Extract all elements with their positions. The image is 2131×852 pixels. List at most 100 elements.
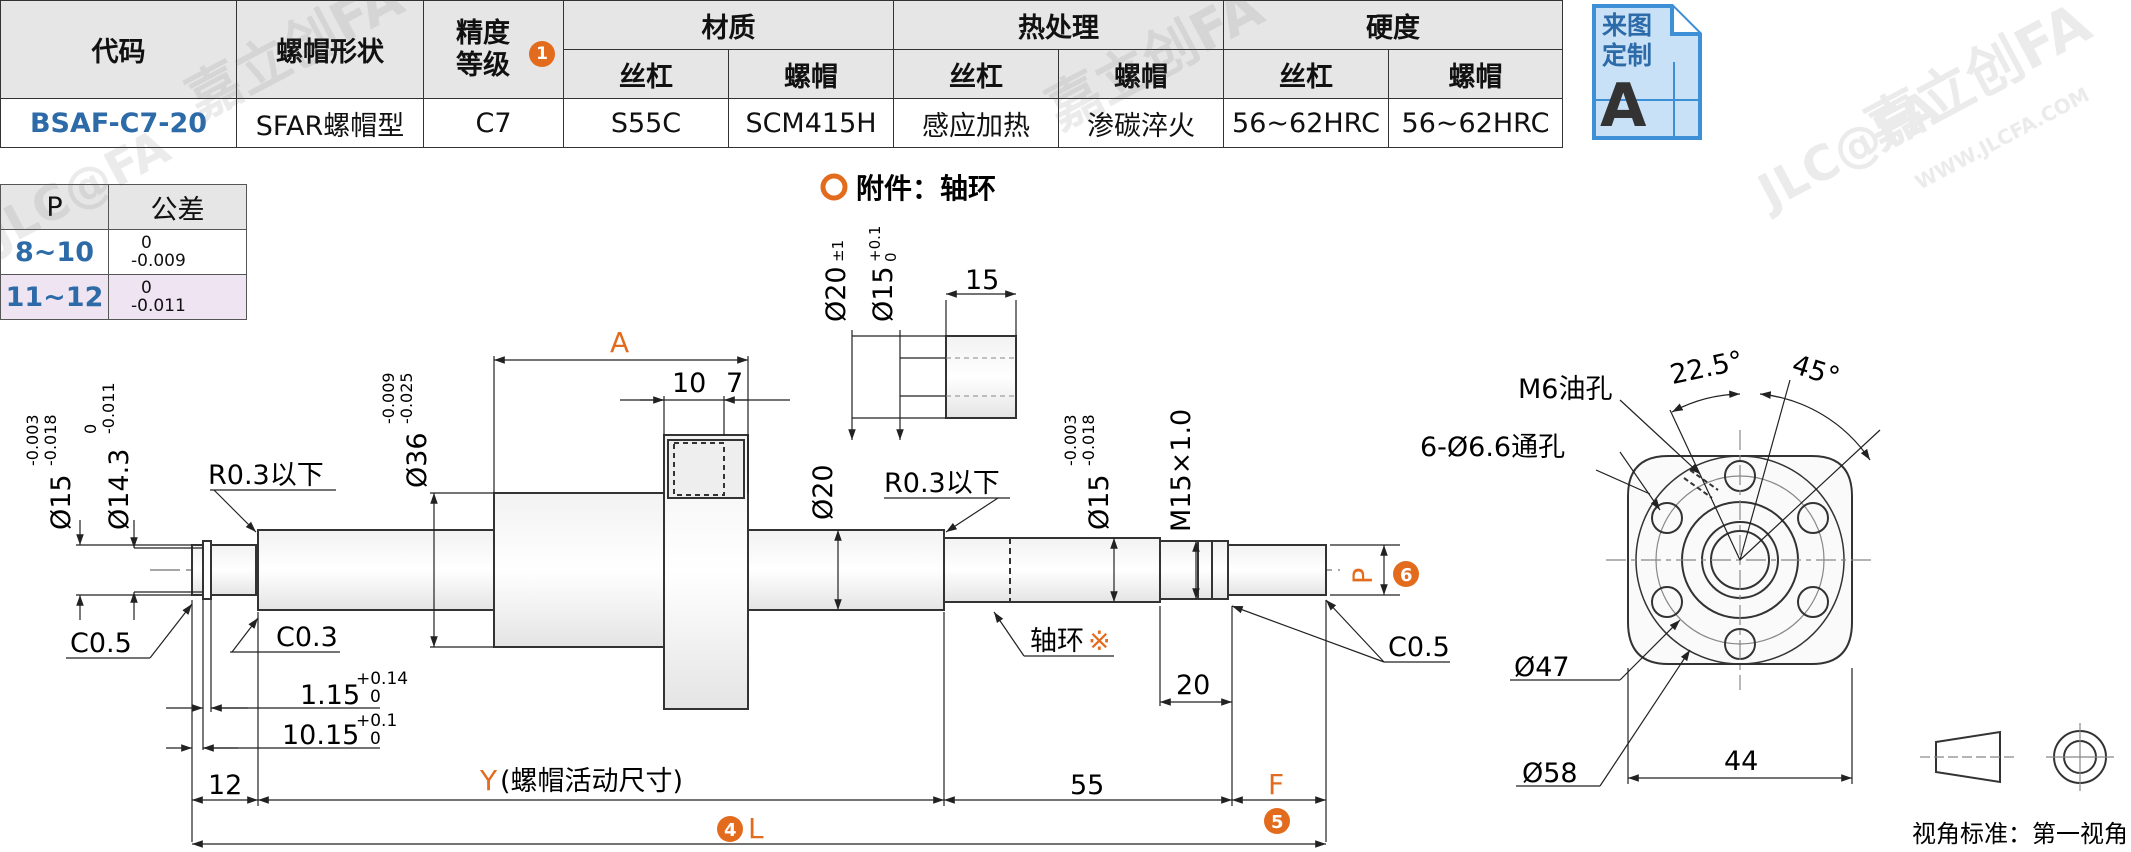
shaft-end-left (191, 544, 257, 596)
shaft-end-right (1227, 544, 1327, 596)
badge-number: 5 (1271, 812, 1284, 833)
cell-heat-screw: 感应加热 (893, 98, 1059, 148)
dim-20: 20 (1176, 670, 1210, 701)
horizontal-dims (166, 544, 1400, 848)
collar-length: 15 (965, 265, 999, 296)
label-p: P (1348, 568, 1379, 584)
dia-36: Ø36 (402, 432, 433, 488)
ball-screw-shaft (191, 529, 1327, 611)
dim-1015: 10.15 (282, 720, 359, 751)
dim-a (493, 356, 790, 493)
subheader-screw: 丝杠 (893, 49, 1059, 99)
circle-marker-icon (820, 173, 848, 201)
dia-58: Ø58 (1522, 758, 1578, 789)
dia-143-lower: -0.011 (99, 382, 118, 434)
dim-y-note: (螺帽活动尺寸) (500, 766, 683, 797)
tol-lower: -0.009 (131, 251, 186, 271)
watermark-brand: 嘉立创FA (1856, 0, 2102, 162)
subheader-nut: 螺帽 (728, 49, 894, 99)
accessory-label: 附件：轴环 (856, 172, 996, 205)
spec-table: 代码 螺帽形状 精度 等级 1 材质 热处理 硬度 丝杠 螺帽 丝杠 螺帽 丝杠… (0, 0, 1563, 148)
bolt-circle (1655, 475, 1825, 645)
leader-lines (66, 489, 1450, 663)
dim-l: L (748, 812, 764, 845)
dim-12: 12 (208, 770, 242, 801)
flange-dims (1510, 379, 1881, 787)
dim-7: 7 (726, 368, 743, 399)
collar-mark: ※ (1088, 626, 1111, 657)
bolt-hole (1724, 628, 1756, 660)
projection-symbol-icon (1920, 723, 2114, 791)
tol-upper: 0 (141, 278, 152, 298)
grade-note-badge: 1 (529, 41, 555, 67)
oil-hole-path (1683, 469, 1719, 499)
subheader-nut: 螺帽 (1058, 49, 1224, 99)
dim-y: Y (479, 764, 498, 797)
document-icon: 来图 定制 A (1592, 4, 1702, 141)
header-grade-line2: 等级 (456, 49, 510, 81)
header-grade: 精度 等级 1 (423, 0, 564, 99)
badge-line2: 定制 (1602, 41, 1652, 70)
chamfer-left: C0.5 (70, 628, 132, 659)
header-nut-shape: 螺帽形状 (236, 0, 424, 99)
note-badge-4: 4 (717, 816, 743, 842)
dia-15-right-upper: -0.003 (1061, 414, 1080, 466)
tolerance-table: P 公差 8~10 0 -0.009 11~12 0 -0.011 (0, 184, 247, 320)
width-44: 44 (1724, 746, 1758, 777)
radius-left: R0.3以下 (208, 460, 324, 491)
collar-outer-dia: Ø20 (821, 266, 852, 322)
oil-hole-label: M6油孔 (1518, 374, 1612, 405)
dia-143: Ø14.3 (104, 449, 135, 530)
dia-36-upper: -0.009 (379, 372, 398, 424)
chamfer-c03: C0.3 (276, 622, 338, 653)
radius-right: R0.3以下 (884, 468, 1000, 499)
badge-letter: A (1600, 71, 1647, 141)
collar-inner-lower: 0 (882, 252, 900, 262)
bolt-hole (1651, 586, 1683, 618)
cell-code: BSAF-C7-20 (0, 98, 237, 148)
dim-115-upper: +0.14 (356, 669, 408, 689)
dia-15-right: Ø15 (1084, 474, 1115, 530)
dim-115: 1.15 (300, 680, 360, 711)
cell-material-nut: SCM415H (728, 98, 894, 148)
header-code: 代码 (0, 0, 237, 99)
tol-header-tolerance: 公差 (108, 184, 247, 230)
dim-left-diameters (76, 492, 1200, 648)
view-standard: 视角标准：第一视角 (1912, 820, 2128, 848)
header-hardness: 硬度 (1223, 0, 1563, 50)
shaft-outer (1701, 521, 1779, 599)
oil-hole-hidden (673, 442, 725, 496)
subheader-screw: 丝杠 (1223, 49, 1389, 99)
subheader-nut: 螺帽 (1388, 49, 1563, 99)
tol-lower: -0.011 (131, 296, 186, 316)
badge-line1: 来图 (1602, 11, 1652, 40)
bolt-hole (1797, 586, 1829, 618)
nut-body (493, 492, 749, 648)
thread-spec: M15×1.0 (1166, 409, 1197, 532)
cell-heat-nut: 渗碳淬火 (1058, 98, 1224, 148)
flange-outline (1627, 455, 1853, 665)
tol-upper: 0 (141, 233, 152, 253)
cell-material-screw: S55C (563, 98, 729, 148)
collar-accessory: 附件：轴环 15 Ø20 ±1 Ø15 +0.1 0 (820, 172, 1017, 440)
dim-f: F (1268, 768, 1284, 801)
shaft-inner (1710, 530, 1770, 590)
cell-hardness-nut: 56~62HRC (1388, 98, 1563, 148)
angle-225: 22.5° (1667, 345, 1745, 391)
nut-outer (1681, 501, 1799, 619)
custom-drawing-badge: 来图 定制 A (1590, 2, 1704, 142)
header-material: 材质 (563, 0, 894, 50)
cell-grade: C7 (423, 98, 564, 148)
badge-number: 4 (724, 820, 737, 841)
ball-nut (493, 434, 749, 710)
tol-row-value: 0 -0.009 (108, 229, 247, 275)
angle-45: 45° (1788, 349, 1843, 393)
cell-nut-shape: SFAR螺帽型 (236, 98, 424, 148)
dim-115-lower: 0 (370, 687, 381, 707)
through-holes-label: 6-Ø6.6通孔 (1420, 432, 1565, 463)
shaft-body-left (257, 529, 495, 611)
header-grade-line1: 精度 (456, 17, 510, 49)
dim-55: 55 (1070, 770, 1104, 801)
watermark-logo: JLC@FA (1747, 79, 1949, 222)
